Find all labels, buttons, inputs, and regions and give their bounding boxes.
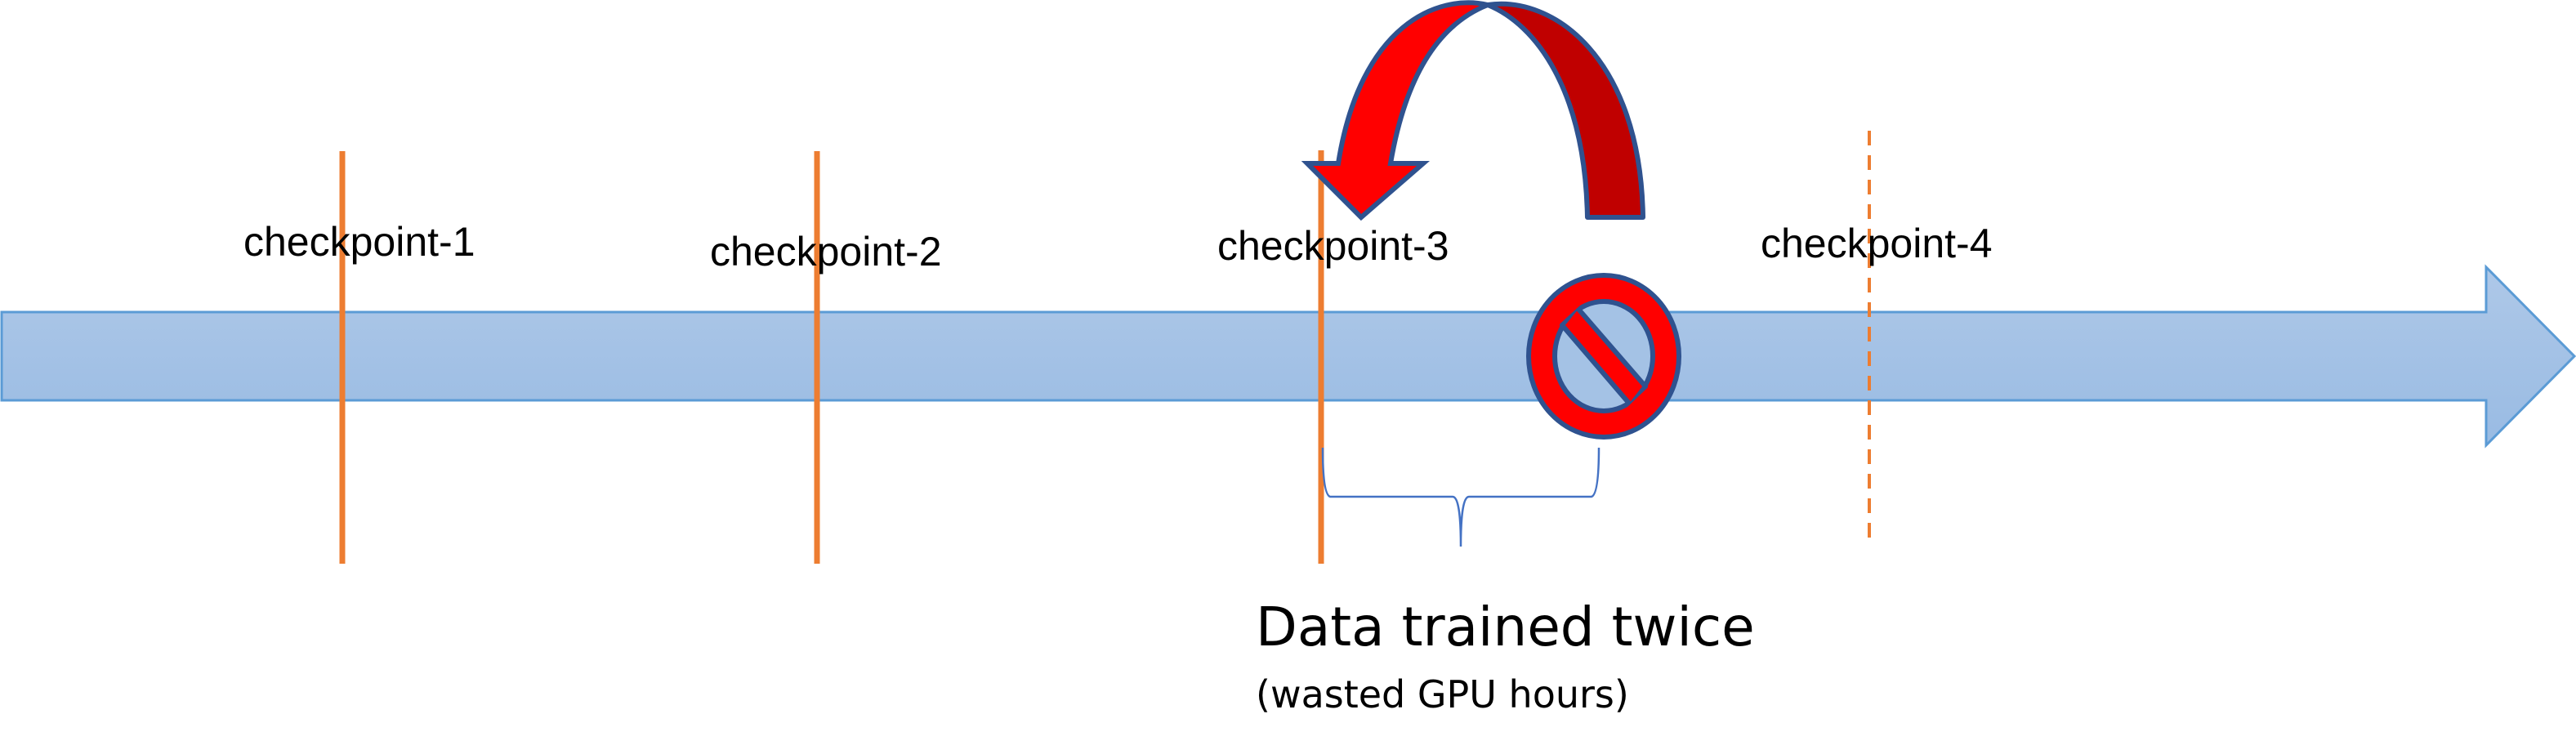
wasted-span-brace <box>1321 447 1601 547</box>
rollback-arrow-back <box>1485 1 1645 220</box>
timeline-arrow <box>0 264 2576 449</box>
rollback-arrow-front <box>1301 0 1497 221</box>
annotation-title: Data trained twice <box>1256 596 1755 658</box>
checkpoint-4-label: checkpoint-4 <box>1761 221 1993 266</box>
checkpoint-2-label: checkpoint-2 <box>710 229 942 274</box>
checkpoint-3-label: checkpoint-3 <box>1217 223 1449 269</box>
annotation-subtitle: (wasted GPU hours) <box>1256 672 1629 716</box>
prohibited-icon <box>1526 273 1681 440</box>
checkpoint-1-label: checkpoint-1 <box>243 219 475 265</box>
